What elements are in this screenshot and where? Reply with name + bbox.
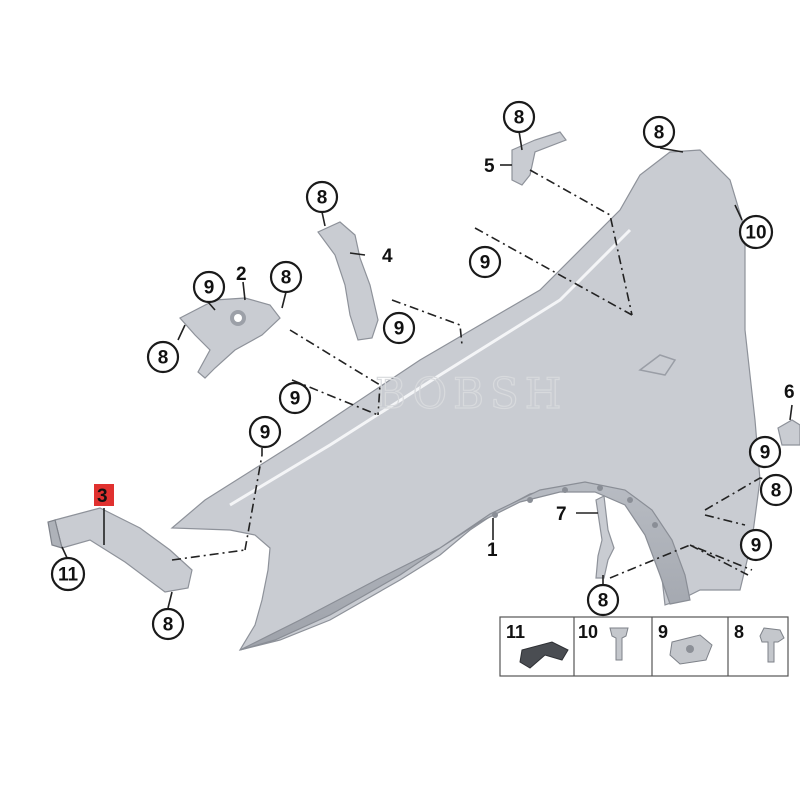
callout-10-top-right: 10 bbox=[738, 214, 774, 250]
callout-8-bracket7: 8 bbox=[586, 583, 620, 617]
callout-9-bracket4: 9 bbox=[382, 311, 416, 345]
leader-lines bbox=[61, 130, 793, 609]
label-part-3: 3 bbox=[97, 486, 108, 507]
label-part-4: 4 bbox=[382, 246, 393, 267]
callout-9-right-upper: 9 bbox=[748, 435, 782, 469]
svg-text:9: 9 bbox=[480, 253, 491, 274]
bracket-7 bbox=[595, 495, 615, 579]
bracket-4 bbox=[317, 221, 379, 341]
callout-8-bracket2-right: 8 bbox=[269, 260, 303, 294]
callout-8-bracket5: 8 bbox=[502, 100, 536, 134]
fender-panel bbox=[170, 149, 761, 651]
callout-9-mid: 9 bbox=[278, 381, 312, 415]
bracket-6 bbox=[777, 419, 800, 446]
label-part-5: 5 bbox=[484, 156, 495, 177]
watermark-text: BOBSH bbox=[375, 369, 567, 418]
svg-text:9: 9 bbox=[658, 622, 668, 642]
callout-8-top-right: 8 bbox=[642, 115, 676, 149]
screw-8-icon bbox=[759, 627, 785, 663]
rivet-nut-10-icon bbox=[609, 627, 629, 661]
legend-item-10: 10 bbox=[578, 622, 629, 661]
svg-text:9: 9 bbox=[260, 423, 271, 444]
callout-8-right: 8 bbox=[759, 473, 793, 507]
svg-text:9: 9 bbox=[760, 443, 771, 464]
bracket-3 bbox=[47, 507, 193, 593]
svg-text:10: 10 bbox=[578, 622, 598, 642]
bracket-5 bbox=[511, 131, 567, 186]
label-part-6: 6 bbox=[784, 382, 795, 403]
svg-text:8: 8 bbox=[158, 348, 169, 369]
legend-item-9: 9 bbox=[658, 622, 713, 665]
svg-text:11: 11 bbox=[58, 565, 79, 586]
highlight-part-3 bbox=[94, 484, 114, 506]
label-part-2: 2 bbox=[236, 264, 247, 285]
callout-9-right-lower: 9 bbox=[739, 528, 773, 562]
svg-text:8: 8 bbox=[598, 591, 609, 612]
svg-text:8: 8 bbox=[771, 481, 782, 502]
fastener-legend: 11 10 9 8 bbox=[499, 616, 789, 677]
svg-text:8: 8 bbox=[514, 108, 525, 129]
legend-item-8: 8 bbox=[734, 622, 785, 663]
bracket-2 bbox=[179, 297, 281, 379]
svg-text:9: 9 bbox=[290, 389, 301, 410]
callout-9-bracket2: 9 bbox=[192, 270, 226, 304]
svg-text:11: 11 bbox=[506, 622, 525, 642]
svg-text:8: 8 bbox=[281, 268, 292, 289]
svg-text:9: 9 bbox=[394, 319, 405, 340]
svg-text:8: 8 bbox=[734, 622, 744, 642]
svg-text:10: 10 bbox=[745, 223, 766, 244]
clip-11-icon bbox=[519, 641, 569, 669]
callout-9-front: 9 bbox=[248, 415, 282, 449]
callout-8-bracket3: 8 bbox=[151, 607, 185, 641]
callout-8-bracket4: 8 bbox=[305, 180, 339, 214]
callout-circles: 8 8 10 8 9 9 8 9 bbox=[50, 100, 793, 641]
callout-8-bracket2-left: 8 bbox=[146, 340, 180, 374]
label-part-1: 1 bbox=[487, 540, 498, 561]
callout-11: 11 bbox=[50, 556, 86, 592]
svg-text:8: 8 bbox=[163, 615, 174, 636]
legend-item-11: 11 bbox=[506, 622, 569, 669]
label-part-7: 7 bbox=[556, 504, 567, 525]
part-number-labels: 2 3 4 5 6 7 1 bbox=[94, 156, 795, 561]
svg-text:8: 8 bbox=[654, 123, 665, 144]
svg-text:8: 8 bbox=[317, 188, 328, 209]
svg-text:9: 9 bbox=[751, 536, 762, 557]
callout-9-upper-mid: 9 bbox=[468, 245, 502, 279]
svg-text:9: 9 bbox=[204, 278, 215, 299]
